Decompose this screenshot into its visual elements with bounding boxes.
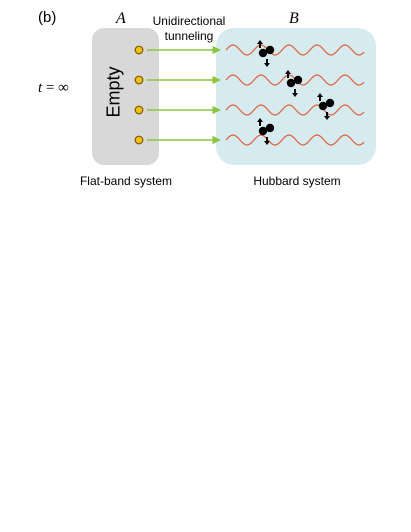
tunneling-arrows	[147, 45, 221, 145]
hubbard-caption: Hubbard system	[253, 174, 341, 188]
lattice-potential-wave	[225, 104, 365, 116]
flat-band-caption: Flat-band system	[79, 174, 173, 188]
lattice-potential-wave	[225, 44, 365, 56]
spin-up-arrow-icon	[317, 93, 323, 101]
particle-pairs	[257, 40, 335, 145]
site-a-label: A	[116, 10, 126, 27]
site-b-label: B	[289, 10, 299, 27]
spin-up-arrow-icon	[257, 118, 263, 126]
flat-band-site-dot	[134, 105, 144, 115]
spin-up-particle	[258, 126, 268, 136]
spin-up-particle	[286, 78, 296, 88]
tunneling-label-line1: Unidirectional	[152, 14, 226, 28]
time-label: t = ∞	[38, 80, 69, 97]
spin-up-arrow-icon	[285, 70, 291, 78]
spin-up-arrow-icon	[257, 40, 263, 48]
lattice-potential-wave	[225, 134, 365, 146]
particle-pair	[257, 118, 275, 145]
hubbard-lattices	[225, 44, 365, 146]
particle-pair	[257, 40, 275, 67]
spin-down-arrow-icon	[264, 137, 270, 145]
panel-label: (b)	[38, 9, 57, 26]
tunneling-label: Unidirectional tunneling	[147, 14, 231, 44]
particle-pair	[317, 93, 335, 120]
particle-pair	[285, 70, 303, 97]
flat-band-box	[92, 28, 159, 165]
spin-down-particle	[265, 123, 275, 133]
time-value: = ∞	[45, 80, 69, 96]
tunneling-label-line2: tunneling	[164, 29, 214, 43]
spin-down-particle	[265, 45, 275, 55]
flat-band-site-dot	[134, 45, 144, 55]
flat-band-site-dot	[134, 75, 144, 85]
flat-band-site-dot	[134, 135, 144, 145]
time-variable: t	[38, 80, 43, 96]
spin-down-arrow-icon	[264, 59, 270, 67]
spin-down-particle	[325, 98, 335, 108]
spin-down-particle	[293, 75, 303, 85]
flat-band-sites	[134, 45, 144, 145]
spin-up-particle	[258, 48, 268, 58]
spin-down-arrow-icon	[324, 112, 330, 120]
spin-down-arrow-icon	[292, 89, 298, 97]
spin-up-particle	[318, 101, 328, 111]
